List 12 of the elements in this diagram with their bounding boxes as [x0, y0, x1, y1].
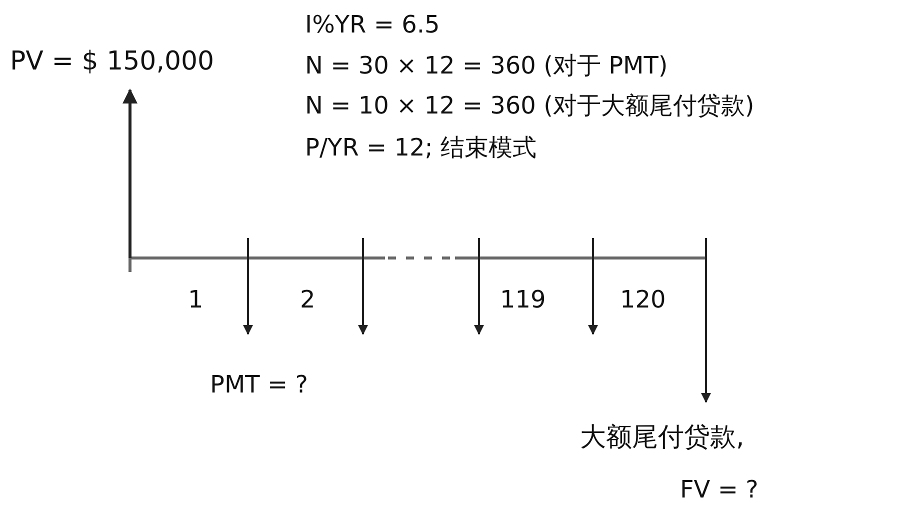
payment-label: PMT = ? [210, 370, 308, 400]
balloon-label: 大额尾付贷款, [580, 422, 744, 454]
period-number: 2 [300, 286, 316, 314]
period-number: 119 [500, 286, 546, 314]
period-number: 120 [620, 286, 666, 314]
period-number: 1 [188, 286, 204, 314]
payment-mode-label: P/YR = 12; 结束模式 [305, 134, 537, 162]
periods-label: N = 30 × 12 = 360 (对于 PMT) [305, 52, 668, 80]
future-value-label: FV = ? [680, 476, 758, 504]
pv-label: PV = $ 150,000 [10, 46, 214, 78]
periods-label: N = 10 × 12 = 360 (对于大额尾付贷款) [305, 92, 754, 120]
rate-label: I%YR = 6.5 [305, 10, 440, 40]
